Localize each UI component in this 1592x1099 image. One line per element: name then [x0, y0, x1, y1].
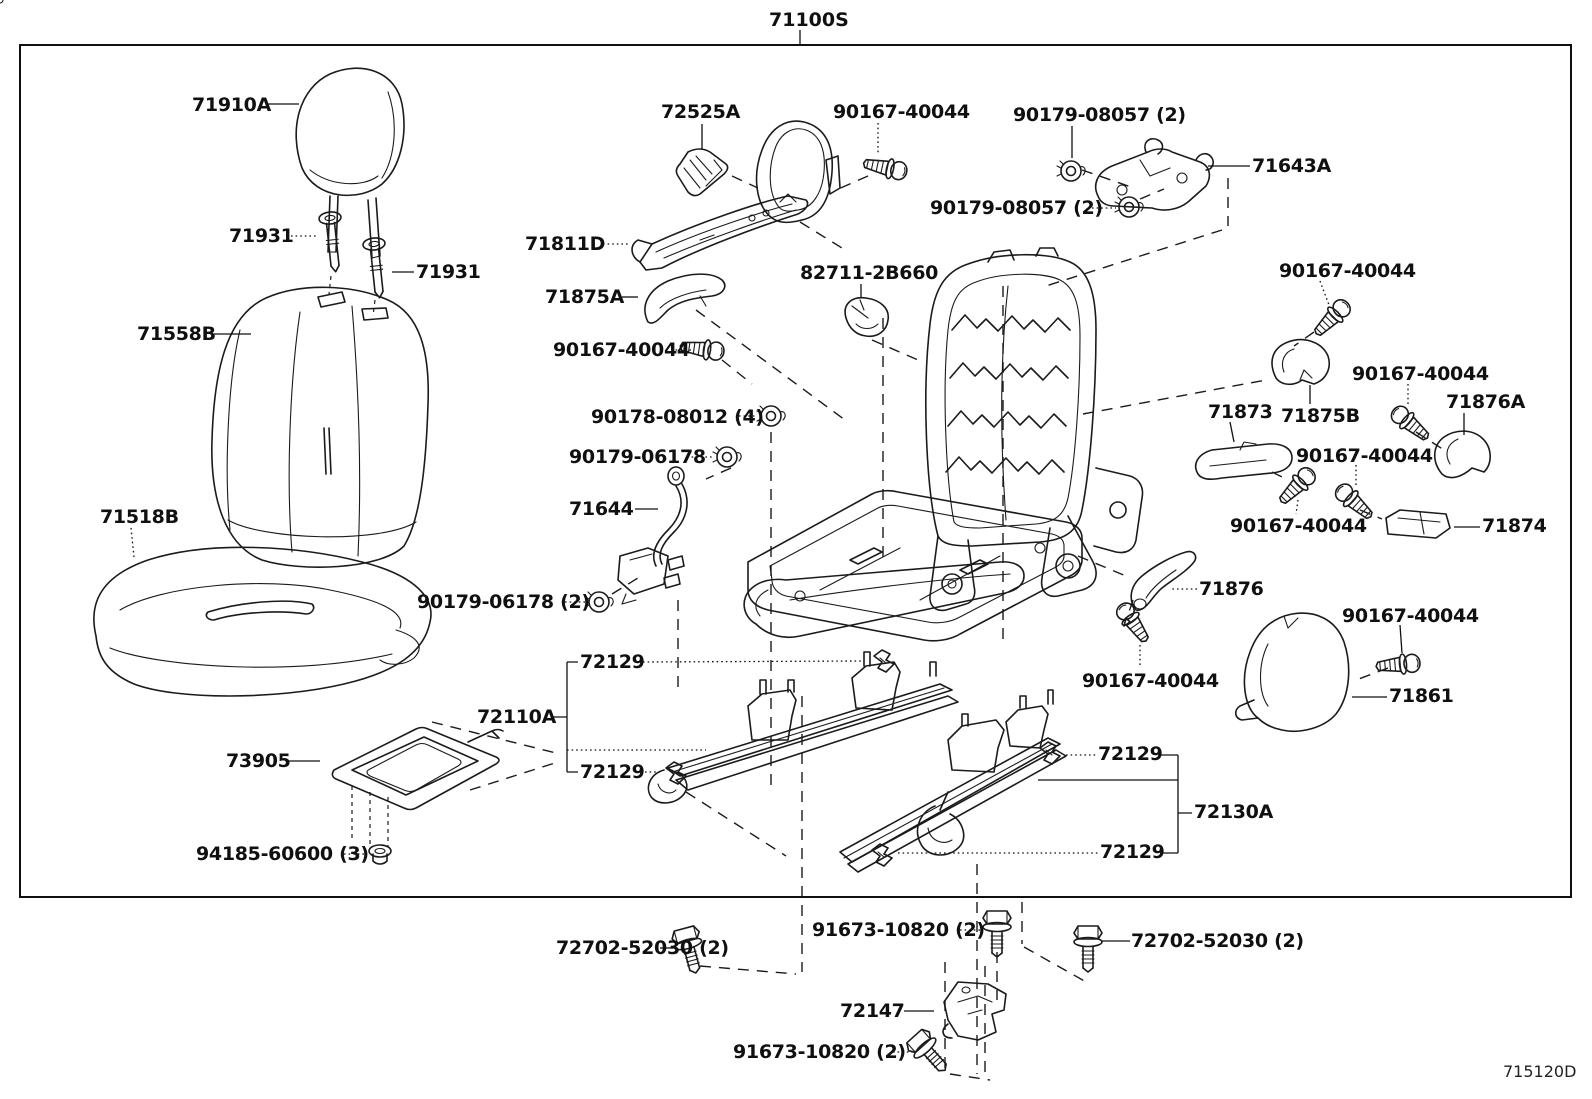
- recline-handle-art: [1130, 550, 1197, 611]
- part-number-label: 72702-52030 (2): [1131, 930, 1304, 952]
- part-number-label: 90179-08057 (2): [1013, 104, 1186, 126]
- seat-cushion-cover-art: [93, 546, 432, 697]
- part-number-label: 91673-10820 (2): [812, 919, 985, 941]
- assembly-dashed-lines: [431, 169, 1445, 1081]
- part-number-label: 72147: [840, 1000, 905, 1022]
- seat-shield-art: [0, 0, 809, 271]
- part-number-label: 71876: [1199, 578, 1264, 600]
- seatback-board-clip-art: [844, 296, 890, 338]
- assembly-number-label: 71100S: [769, 9, 849, 31]
- seat-track-outer-art: [839, 689, 1067, 873]
- cushion-shield-inner-art: [1194, 441, 1293, 480]
- part-number-label: 82711-2B660: [800, 262, 939, 284]
- part-number-label: 72129: [580, 651, 645, 673]
- part-number-label: 90167-40044: [1342, 605, 1479, 627]
- cushion-frame-art: [743, 489, 1083, 642]
- part-number-label: 72130A: [1194, 801, 1274, 823]
- part-number-label: 91673-10820 (2): [733, 1041, 906, 1063]
- part-number-label: 90167-40044: [1279, 260, 1416, 282]
- hinge-cover-inner-art: [1271, 338, 1330, 386]
- part-number-label: 90167-40044: [553, 339, 690, 361]
- part-number-label: 71861: [1389, 685, 1454, 707]
- leader-lines: [130, 103, 1480, 1053]
- part-number-label: 71875B: [1281, 405, 1360, 427]
- lumbar-support-cable-art: [617, 466, 688, 605]
- part-number-label: 90179-08057 (2): [930, 197, 1103, 219]
- seatback-cover-art: [211, 286, 430, 568]
- part-number-label: 71931: [416, 261, 481, 283]
- part-number-label: 71873: [1208, 401, 1273, 423]
- part-number-label: 71875A: [545, 286, 625, 308]
- part-number-label: 72129: [1100, 841, 1165, 863]
- track-bracket-cover-art: [1385, 509, 1451, 539]
- part-number-label: 90167-40044: [1230, 515, 1367, 537]
- part-number-label: 90179-06178: [569, 446, 706, 468]
- part-number-label: 90167-40044: [1352, 363, 1489, 385]
- part-number-label: 71518B: [100, 506, 179, 528]
- part-number-label: 71876A: [1446, 391, 1526, 413]
- walkin-lever-art: [644, 273, 726, 324]
- side-shield-outer-art: [1234, 612, 1350, 732]
- seat-heater-pad-art: [331, 726, 504, 865]
- track-mount-bracket-art: [942, 981, 1007, 1041]
- diagram-border: [19, 30, 1572, 898]
- seatback-frame-art: [925, 247, 1144, 612]
- part-number-label: 72702-52030 (2): [556, 937, 729, 959]
- part-number-label: 71558B: [137, 323, 216, 345]
- part-number-label: 72129: [580, 761, 645, 783]
- part-number-label: 73905: [226, 750, 291, 772]
- part-number-label: 90167-40044: [1296, 445, 1433, 467]
- diagram-code: 715120D: [1503, 1062, 1577, 1081]
- part-number-label: 90167-40044: [1082, 670, 1219, 692]
- part-number-label: 71644: [569, 498, 634, 520]
- part-number-label: 94185-60600 (3): [196, 843, 369, 865]
- part-number-label: 71931: [229, 225, 294, 247]
- part-number-label: 71643A: [1252, 155, 1332, 177]
- track-bracket-lines: [553, 660, 1192, 854]
- recline-cover-inner-art: [675, 124, 729, 197]
- part-number-label: 72110A: [477, 706, 557, 728]
- part-number-label: 90179-06178 (2): [417, 591, 590, 613]
- recliner-bracket-art: [1094, 137, 1214, 211]
- part-number-label: 71874: [1482, 515, 1547, 537]
- recline-side-cover-art: [755, 120, 841, 224]
- part-number-label: 71811D: [525, 233, 606, 255]
- part-number-label: 72129: [1098, 743, 1163, 765]
- part-number-label: 90178-08012 (4): [591, 406, 764, 428]
- part-number-label: 72525A: [661, 101, 741, 123]
- part-number-label: 71910A: [192, 94, 272, 116]
- part-number-label: 90167-40044: [833, 101, 970, 123]
